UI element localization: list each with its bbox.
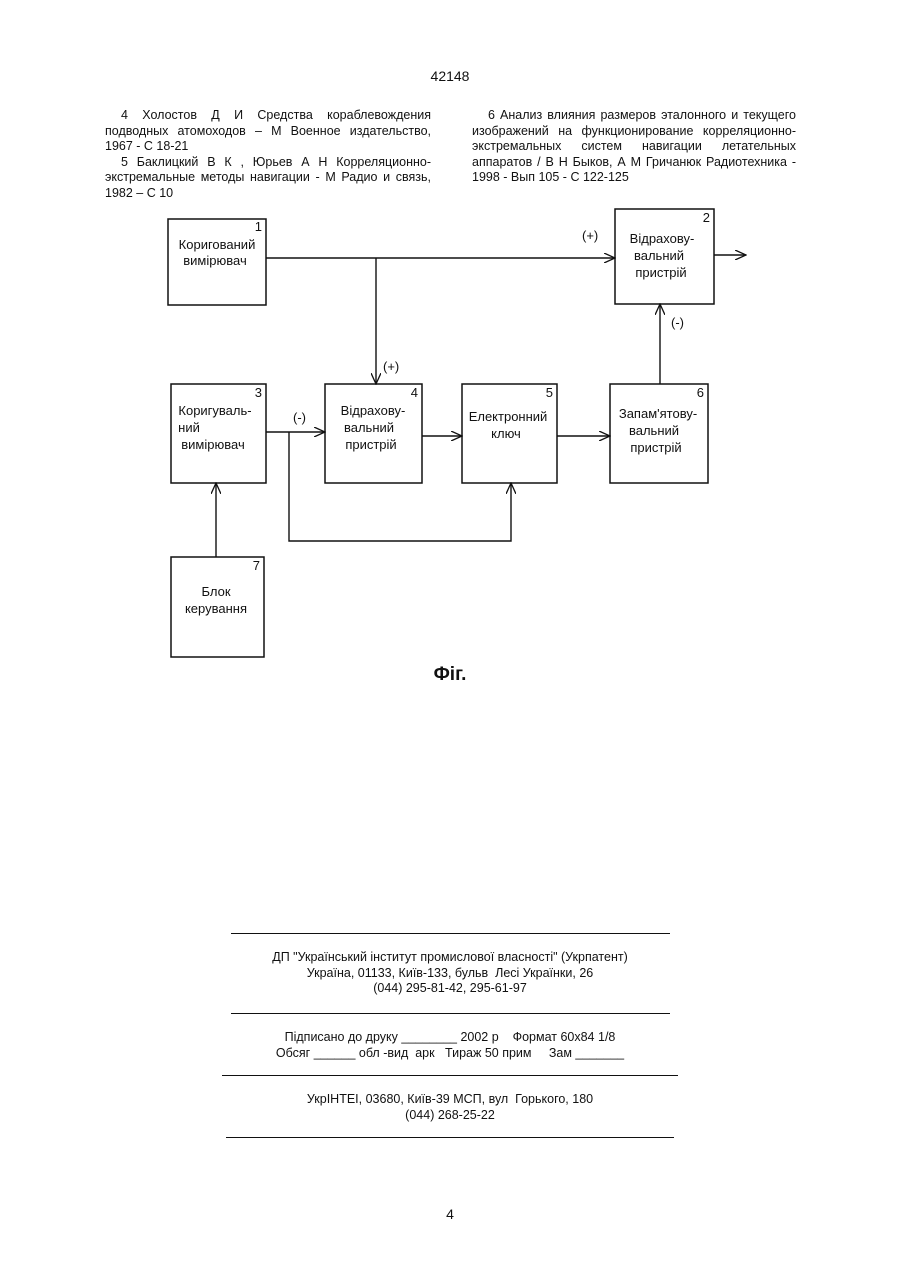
footer-divider-2 — [231, 1013, 670, 1014]
block-2-number: 2 — [703, 210, 710, 225]
publisher-address: Україна, 01133, Київ-133, бульв Лесі Укр… — [0, 966, 900, 982]
block-4-number: 4 — [411, 385, 418, 400]
block-3-label-line-3: вимірювач — [181, 437, 244, 452]
printer-address: УкрІНТЕІ, 03680, Київ-39 МСП, вул Горько… — [0, 1092, 900, 1108]
block-6-label-line-2: вальний — [629, 423, 679, 438]
figure-caption: Фіг. — [0, 664, 900, 686]
block-4-label-line-2: вальний — [344, 420, 394, 435]
block-5-number: 5 — [546, 385, 553, 400]
block-6-label-line-3: пристрій — [630, 440, 681, 455]
publisher-info: ДП "Український інститут промислової вла… — [0, 950, 900, 997]
footer-divider-1 — [231, 933, 670, 934]
references-left-column: 4 Холостов Д И Средства кораблевождения … — [105, 108, 431, 202]
reference-4: 4 Холостов Д И Средства кораблевождения … — [105, 108, 431, 155]
block-4-label-line-1: Відрахову- — [341, 403, 406, 418]
block-6-number: 6 — [697, 385, 704, 400]
block-diagram: 1 2 3 4 5 6 7 Коригований вимірювач Відр… — [0, 195, 900, 665]
block-7-label-line-1: Блок — [201, 584, 230, 599]
print-info-line-1: Підписано до друку ________ 2002 р Форма… — [0, 1030, 900, 1046]
arrow-block3-to-block5-control — [289, 432, 511, 541]
sign-minus-block2: (-) — [671, 315, 684, 330]
footer-divider-3 — [222, 1075, 678, 1076]
sign-plus-block2: (+) — [582, 228, 598, 243]
sign-plus-block4: (+) — [383, 359, 399, 374]
block-5-label-line-2: ключ — [491, 426, 521, 441]
patent-number: 42148 — [0, 68, 900, 84]
print-info-line-2: Обсяг ______ обл -вид арк Тираж 50 прим … — [0, 1046, 900, 1062]
block-1-number: 1 — [255, 219, 262, 234]
page-number: 4 — [0, 1206, 900, 1222]
block-1-label-line-2: вимірювач — [183, 253, 246, 268]
block-2-label-line-2: вальний — [634, 248, 684, 263]
block-4-label-line-3: пристрій — [345, 437, 396, 452]
printer-phone: (044) 268-25-22 — [0, 1108, 900, 1124]
block-3-label-line-2: ний — [178, 420, 200, 435]
block-5-label-line-1: Електронний — [469, 409, 548, 424]
publisher-phone: (044) 295-81-42, 295-61-97 — [0, 981, 900, 997]
block-2-label-line-1: Відрахову- — [630, 231, 695, 246]
block-1-label-line-1: Коригований — [179, 237, 256, 252]
block-3-number: 3 — [255, 385, 262, 400]
printer-info: УкрІНТЕІ, 03680, Київ-39 МСП, вул Горько… — [0, 1092, 900, 1123]
block-2-label-line-3: пристрій — [635, 265, 686, 280]
sign-minus-block4: (-) — [293, 410, 306, 425]
footer-divider-4 — [226, 1137, 674, 1138]
block-6-label-line-1: Запам'ятову- — [619, 406, 697, 421]
block-3-label-line-1: Коригуваль- — [178, 403, 251, 418]
publisher-name: ДП "Український інститут промислової вла… — [0, 950, 900, 966]
references-right-column: 6 Анализ влияния размеров эталонного и т… — [472, 108, 796, 186]
reference-6: 6 Анализ влияния размеров эталонного и т… — [472, 108, 796, 186]
block-7-number: 7 — [253, 558, 260, 573]
print-info: Підписано до друку ________ 2002 р Форма… — [0, 1030, 900, 1061]
block-7-label-line-2: керування — [185, 601, 247, 616]
